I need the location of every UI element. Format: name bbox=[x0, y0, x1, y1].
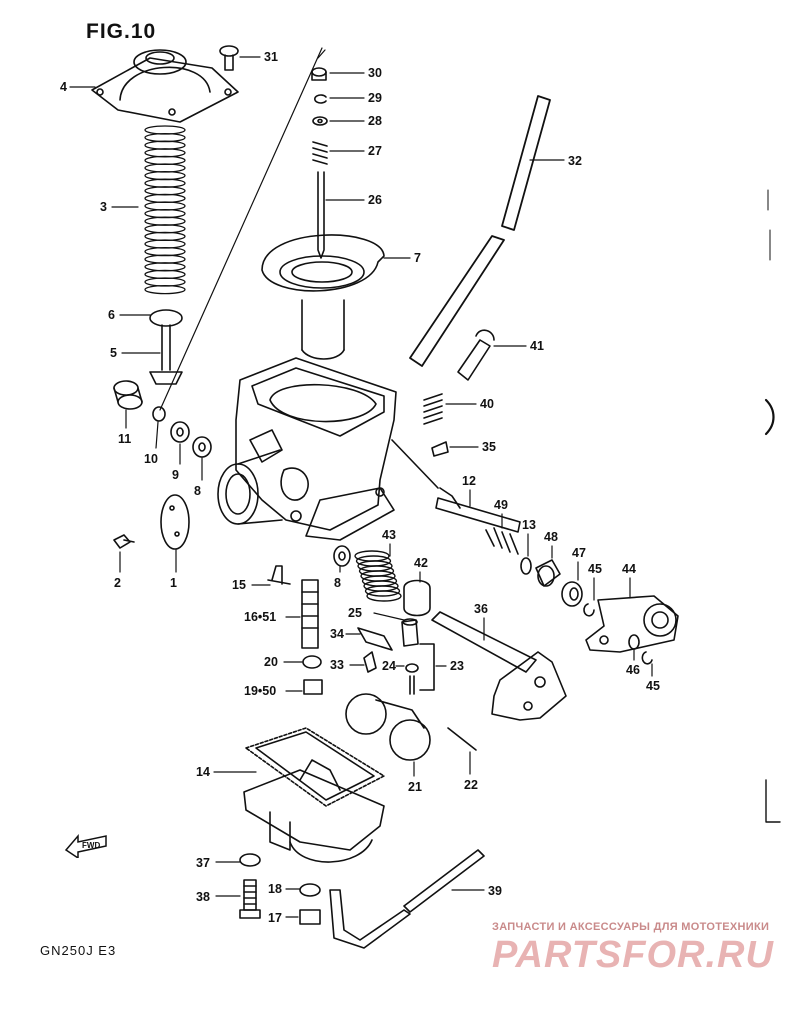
part-label-46: 46 bbox=[626, 663, 640, 677]
part-label-4: 4 bbox=[60, 80, 67, 94]
part-label-35: 35 bbox=[482, 440, 496, 454]
leader-line-25 bbox=[373, 612, 405, 621]
part-label-12: 12 bbox=[462, 474, 476, 488]
hose-32 bbox=[409, 95, 551, 367]
spring-coil bbox=[144, 224, 186, 234]
part-label-43: 43 bbox=[382, 528, 396, 542]
part-label-37: 37 bbox=[196, 856, 210, 870]
screw-31 bbox=[219, 45, 239, 71]
model-code: GN250J E3 bbox=[40, 943, 117, 958]
part-label-23: 23 bbox=[450, 659, 464, 673]
leader-line-10 bbox=[155, 421, 159, 449]
part-label-39: 39 bbox=[488, 884, 502, 898]
part-label-16-51: 16•51 bbox=[244, 610, 277, 624]
part-label-10: 10 bbox=[144, 452, 158, 466]
part-label-8a: 8 bbox=[194, 484, 201, 498]
spring-coil bbox=[144, 201, 186, 211]
spring-coil bbox=[144, 277, 186, 287]
part-label-47: 47 bbox=[572, 546, 586, 560]
part-label-45a: 45 bbox=[588, 562, 602, 576]
part-label-2: 2 bbox=[114, 576, 121, 590]
part-label-6: 6 bbox=[108, 308, 115, 322]
spring-coil bbox=[144, 254, 186, 264]
part-label-32: 32 bbox=[568, 154, 582, 168]
part-label-22: 22 bbox=[464, 778, 478, 792]
part-label-15: 15 bbox=[232, 578, 246, 592]
fwd-arrow-icon: FWD bbox=[64, 833, 107, 858]
fwd-label: FWD bbox=[82, 841, 100, 850]
spring-coil bbox=[144, 193, 186, 204]
diaphragm-7 bbox=[261, 234, 385, 360]
part-label-49: 49 bbox=[494, 498, 508, 512]
part-label-20: 20 bbox=[264, 655, 278, 669]
part-label-28: 28 bbox=[368, 114, 382, 128]
spring-coil bbox=[144, 262, 186, 272]
spring-coil bbox=[144, 163, 186, 173]
part-label-3: 3 bbox=[100, 200, 107, 214]
part-label-14: 14 bbox=[196, 765, 210, 779]
part-label-19-50: 19•50 bbox=[244, 684, 277, 698]
part-label-8b: 8 bbox=[334, 576, 341, 590]
top-cap bbox=[91, 49, 239, 123]
part-label-13: 13 bbox=[522, 518, 536, 532]
spring-coil bbox=[144, 284, 186, 295]
part-label-21: 21 bbox=[408, 780, 422, 794]
part-label-36: 36 bbox=[474, 602, 488, 616]
spring-coil bbox=[144, 186, 186, 196]
spring-coil bbox=[144, 231, 186, 242]
part-label-34: 34 bbox=[330, 627, 344, 641]
part-label-31: 31 bbox=[264, 50, 278, 64]
spring-coils bbox=[144, 125, 186, 295]
part-label-40: 40 bbox=[480, 397, 494, 411]
throttle-lever-36 bbox=[431, 611, 567, 721]
part-label-42: 42 bbox=[414, 556, 428, 570]
part-label-27: 27 bbox=[368, 144, 382, 158]
watermark-subtitle: ЗАПЧАСТИ И АКСЕССУАРЫ ДЛЯ МОТОТЕХНИКИ bbox=[492, 921, 770, 933]
part-label-26: 26 bbox=[368, 193, 382, 207]
part-label-41: 41 bbox=[530, 339, 544, 353]
spring-coil bbox=[144, 140, 186, 150]
part-label-7: 7 bbox=[414, 251, 421, 265]
carburetor-body bbox=[217, 357, 461, 541]
part-label-30: 30 bbox=[368, 66, 382, 80]
part-label-5: 5 bbox=[110, 346, 117, 360]
spring-coil bbox=[144, 208, 186, 219]
part-label-25: 25 bbox=[348, 606, 362, 620]
part-label-38: 38 bbox=[196, 890, 210, 904]
collar-11 bbox=[113, 380, 143, 410]
part-label-29: 29 bbox=[368, 91, 382, 105]
spring-coil bbox=[144, 155, 186, 166]
spring-coil bbox=[366, 590, 402, 602]
part-label-18: 18 bbox=[268, 882, 282, 896]
spring-coil bbox=[144, 178, 186, 188]
spring-43-coils bbox=[354, 550, 402, 602]
part-label-9: 9 bbox=[172, 468, 179, 482]
part-label-44: 44 bbox=[622, 562, 636, 576]
part-label-17: 17 bbox=[268, 911, 282, 925]
cap-21 bbox=[345, 693, 431, 761]
watermark-logo: PARTSFOR.RU bbox=[492, 934, 774, 976]
spring-coil bbox=[144, 216, 186, 226]
spring-coil bbox=[144, 125, 186, 135]
spring-coil bbox=[144, 170, 186, 181]
spring-coil bbox=[144, 246, 186, 257]
figure-title: FIG.10 bbox=[86, 20, 157, 43]
part-label-24: 24 bbox=[382, 659, 396, 673]
part-label-1: 1 bbox=[170, 576, 177, 590]
spring-coil bbox=[144, 148, 186, 158]
part-label-11: 11 bbox=[118, 432, 132, 446]
part-label-33: 33 bbox=[330, 658, 344, 672]
spring-coil bbox=[144, 239, 186, 249]
float-bowl-14 bbox=[243, 727, 385, 863]
part-label-45b: 45 bbox=[646, 679, 660, 693]
spring-coil bbox=[144, 269, 186, 280]
spring-coil bbox=[144, 132, 186, 143]
spring-coil bbox=[364, 585, 401, 597]
part-label-48: 48 bbox=[544, 530, 558, 544]
